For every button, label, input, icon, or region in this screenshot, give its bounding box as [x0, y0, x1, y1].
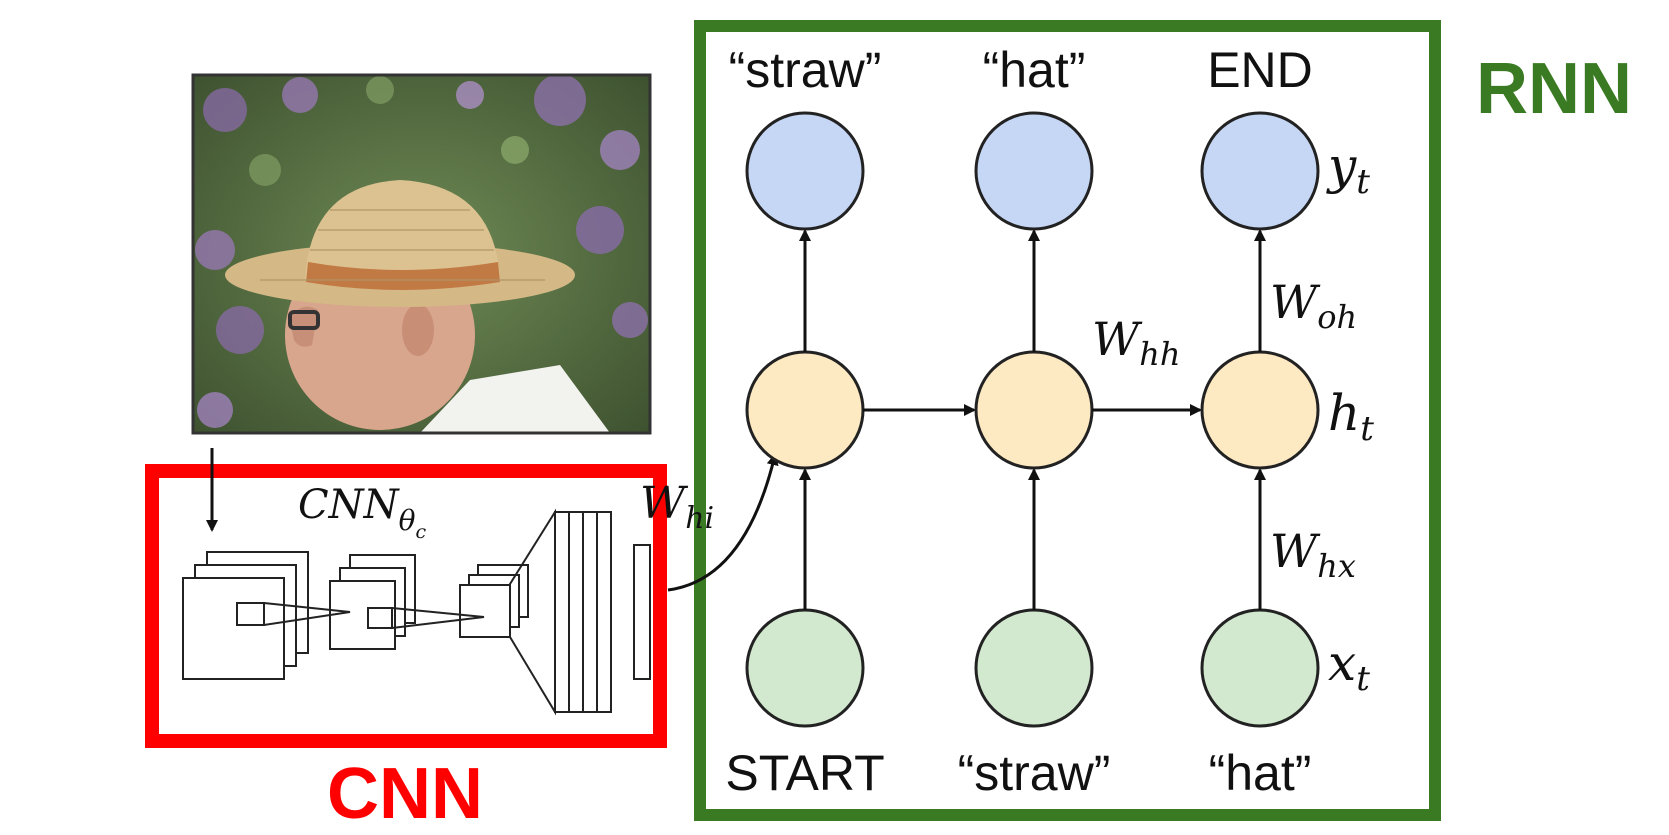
y-t-label: yt	[1326, 137, 1370, 202]
hidden-nodes	[745, 350, 1320, 470]
output-nodes	[745, 111, 1320, 231]
w-hx-label: Whx	[1270, 524, 1356, 585]
input-word: “hat”	[1209, 745, 1312, 801]
output-word: END	[1207, 42, 1313, 98]
w-hi-label: Whi	[640, 478, 714, 536]
input-node	[974, 608, 1094, 728]
output-node	[745, 111, 865, 231]
output-node	[974, 111, 1094, 231]
input-nodes	[745, 608, 1320, 728]
w-hi-arrow	[667, 453, 779, 592]
cnn-layers-icon	[182, 508, 651, 716]
rnn-box	[694, 20, 1441, 821]
input-word: “straw”	[958, 745, 1111, 801]
h-t-label: ht	[1328, 384, 1374, 449]
w-oh-label: Woh	[1270, 275, 1357, 336]
hidden-node	[745, 350, 865, 470]
straw-hat-photo-icon	[191, 73, 652, 435]
x-t-label: xt	[1328, 634, 1370, 699]
rnn-tag: RNN	[1476, 49, 1632, 129]
cnn-tag: CNN	[327, 754, 483, 834]
output-word: “straw”	[729, 42, 882, 98]
input-node	[1200, 608, 1320, 728]
cnn-box	[145, 464, 667, 748]
output-word: “hat”	[983, 42, 1086, 98]
hidden-node	[974, 350, 1094, 470]
input-word: START	[725, 745, 884, 801]
w-hh-label: Whh	[1092, 312, 1181, 373]
hidden-node	[1200, 350, 1320, 470]
cnn-symbol-label: CNNθc	[298, 482, 426, 543]
output-node	[1200, 111, 1320, 231]
input-node	[745, 608, 865, 728]
